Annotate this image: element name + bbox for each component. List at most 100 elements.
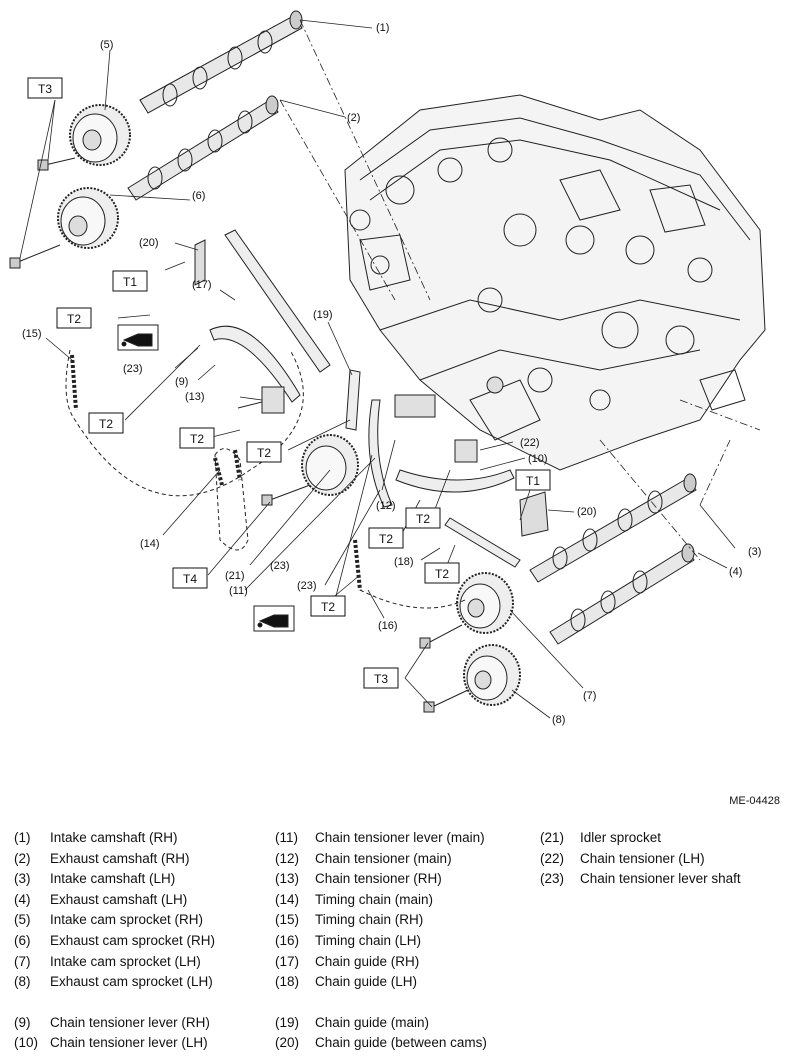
engine-block (344, 94, 766, 471)
callout-5: (5) (100, 39, 113, 51)
svg-text:T2: T2 (321, 600, 335, 614)
timing-chain-lh (353, 539, 466, 609)
callout-20: (20) (139, 237, 159, 249)
chain-tensioner-lever-main (368, 399, 393, 508)
exhaust-cam-sprocket-lh (463, 644, 521, 706)
figure-id: ME-04428 (729, 795, 780, 807)
legend-item: (6)Exhaust cam sprocket (RH) (14, 932, 216, 948)
legend-item: (21)Idler sprocket (540, 830, 662, 845)
chain-guide-main (345, 369, 361, 431)
chain-tensioner-main (394, 394, 436, 418)
exploded-parts-diagram: (1) (2) (5) (6) (20) (17) (19) (15) (23)… (9, 10, 766, 726)
legend-item: (17)Chain guide (RH) (275, 953, 420, 969)
torque-label-t1-rh: T1 (112, 270, 148, 292)
callout-13: (13) (185, 391, 205, 403)
torque-label-t2: T2 (310, 595, 346, 617)
intake-cam-sprocket-lh (456, 572, 514, 634)
chain-tensioner-lever-rh (209, 325, 301, 403)
torque-label-t2: T2 (246, 441, 282, 463)
torque-label-t2: T2 (88, 412, 124, 434)
callout-11: (11) (229, 585, 248, 597)
legend-item: (19)Chain guide (main) (275, 1014, 430, 1030)
intake-camshaft-lh (529, 473, 697, 583)
legend-item: (10)Chain tensioner lever (LH) (14, 1035, 208, 1051)
legend-item: (11)Chain tensioner lever (main) (275, 830, 485, 845)
torque-label-t3-rh: T3 (27, 77, 63, 99)
callout-9: (9) (175, 376, 188, 388)
intake-camshaft-rh (139, 10, 303, 114)
callout-12: (12) (376, 500, 396, 512)
svg-text:T2: T2 (379, 532, 393, 546)
sprocket-bolts-rh (9, 157, 76, 269)
legend-item: (7)Intake cam sprocket (LH) (14, 953, 201, 969)
legend-item: (8)Exhaust cam sprocket (LH) (14, 974, 213, 990)
torque-label-t2: T2 (424, 562, 460, 584)
torque-label-t2: T2 (368, 527, 404, 549)
callout-6: (6) (192, 190, 205, 202)
svg-text:T2: T2 (257, 446, 271, 460)
callout-18: (18) (394, 556, 414, 568)
torque-label-t2: T2 (56, 307, 92, 329)
legend-item: (3)Intake camshaft (LH) (14, 871, 176, 887)
svg-text:T2: T2 (435, 567, 449, 581)
legend-item: (4)Exhaust camshaft (LH) (14, 891, 188, 907)
callout-7: (7) (583, 690, 596, 702)
legend-column-1: (1)Intake camshaft (RH) (2)Exhaust camsh… (14, 828, 274, 1054)
oil-can-icon (253, 605, 295, 632)
svg-text:T2: T2 (67, 312, 81, 326)
legend-column-3: (21)Idler sprocket (22)Chain tensioner (… (540, 828, 780, 890)
callout-10: (10) (528, 453, 548, 465)
legend-item: (1)Intake camshaft (RH) (14, 830, 178, 845)
legend-item: (12)Chain tensioner (main) (275, 850, 452, 866)
chain-guide-lh (444, 517, 521, 568)
legend-item: (9)Chain tensioner lever (RH) (14, 1014, 210, 1030)
callout-14: (14) (140, 538, 160, 550)
chain-guide-between-cams-rh (194, 239, 206, 286)
legend-item: (13)Chain tensioner (RH) (275, 871, 442, 887)
legend-item: (23)Chain tensioner lever shaft (540, 871, 741, 887)
legend-item: (5)Intake cam sprocket (RH) (14, 912, 204, 928)
svg-text:T3: T3 (38, 82, 52, 96)
timing-chain-rh (65, 349, 304, 497)
legend-item: (14)Timing chain (main) (275, 891, 434, 907)
callout-labels: (1) (2) (5) (6) (20) (17) (19) (15) (23)… (22, 22, 761, 726)
svg-text:T3: T3 (374, 672, 388, 686)
callout-21: (21) (225, 570, 245, 582)
svg-text:T1: T1 (526, 474, 540, 488)
exhaust-cam-sprocket-rh (57, 187, 119, 249)
chain-tensioner-lever-lh (395, 469, 515, 493)
legend-column-2: (11)Chain tensioner lever (main) (12)Cha… (275, 828, 535, 1054)
legend-item: (2)Exhaust camshaft (RH) (14, 850, 190, 866)
chain-guide-between-cams-lh (519, 491, 549, 537)
torque-label-t1-lh: T1 (515, 469, 551, 491)
chain-guide-rh (224, 229, 331, 373)
callout-2: (2) (347, 112, 360, 124)
oil-can-icon (117, 324, 159, 351)
svg-text:T2: T2 (190, 432, 204, 446)
callout-23: (23) (297, 580, 317, 592)
torque-label-t2: T2 (179, 427, 215, 449)
leader-lines (19, 19, 761, 719)
callout-8: (8) (552, 714, 565, 726)
torque-label-t2: T2 (405, 507, 441, 529)
callout-16: (16) (378, 620, 398, 632)
svg-text:T1: T1 (123, 275, 137, 289)
legend-item: (22)Chain tensioner (LH) (540, 850, 705, 866)
torque-label-t4: T4 (172, 567, 208, 589)
callout-19: (19) (313, 309, 333, 321)
callout-22: (22) (520, 437, 540, 449)
svg-text:T2: T2 (99, 417, 113, 431)
callout-17: (17) (192, 279, 212, 291)
sprocket-bolts-lh (419, 624, 469, 713)
callout-20: (20) (577, 506, 597, 518)
callout-23: (23) (270, 560, 290, 572)
callout-4: (4) (729, 566, 742, 578)
idler-sprocket (261, 434, 359, 506)
callout-23: (23) (123, 363, 143, 375)
callout-1: (1) (376, 22, 389, 34)
callout-3: (3) (748, 546, 761, 558)
legend-item: (18)Chain guide (LH) (275, 974, 418, 990)
timing-chain-main (213, 448, 249, 551)
exhaust-camshaft-lh (549, 543, 695, 645)
torque-label-t3-lh: T3 (363, 667, 399, 689)
